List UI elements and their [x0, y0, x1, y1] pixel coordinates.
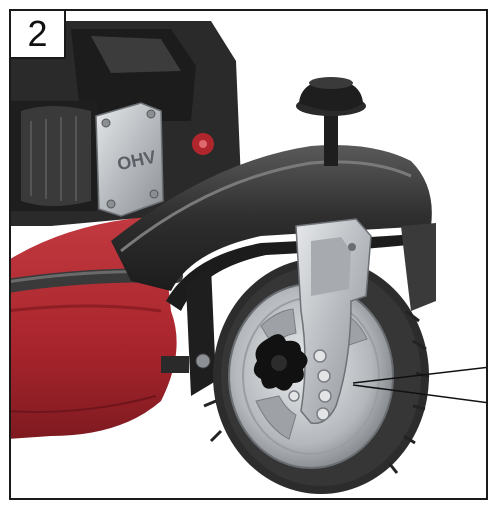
step-number: 2 — [27, 13, 48, 54]
housing-side — [401, 223, 436, 311]
star-knob — [253, 334, 308, 391]
height-hole-2 — [317, 369, 331, 383]
illustration-frame: OHV — [9, 9, 488, 500]
height-hole-1 — [313, 349, 327, 363]
height-lever-knob — [296, 77, 366, 166]
wheel-bracket — [161, 266, 216, 396]
mower-wheel-illustration: OHV — [11, 21, 486, 494]
step-number-box: 2 — [9, 9, 66, 59]
callout-lines — [352, 366, 486, 404]
height-hole-4 — [316, 407, 330, 421]
height-hole-3 — [318, 389, 332, 403]
valve-cover: OHV — [95, 102, 164, 217]
spark-plug-cap — [186, 127, 220, 161]
wheel-housing — [111, 145, 432, 311]
height-adjust-bracket — [288, 218, 372, 425]
